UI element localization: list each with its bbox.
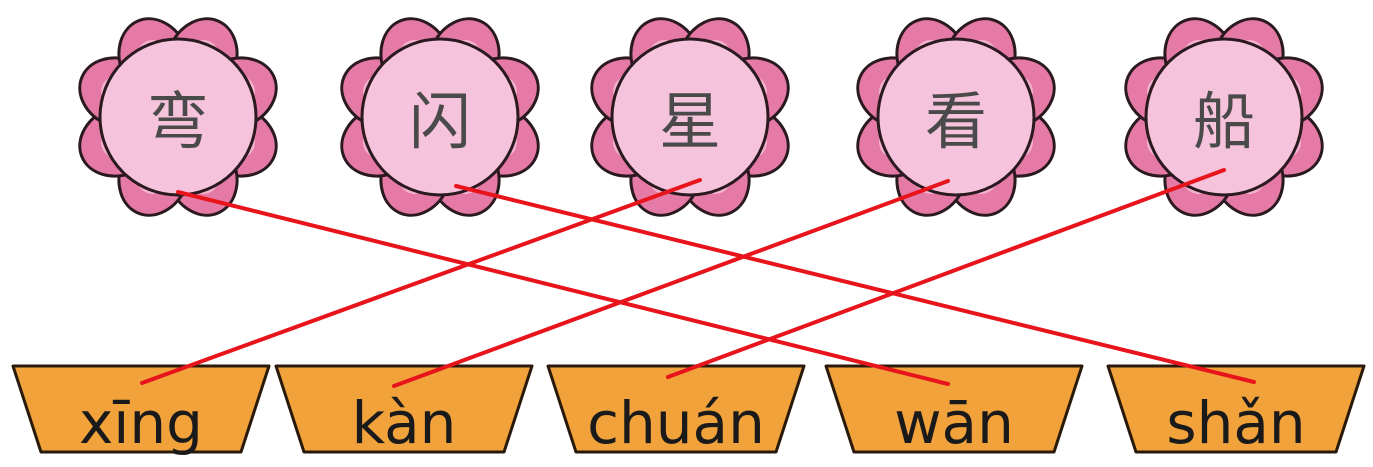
flower-wan [78, 17, 278, 217]
match-line [392, 179, 950, 388]
tag-chuan [546, 364, 806, 454]
labels: 弯 闪 星 看 船 xīng kàn chuán wān shǎn [79, 85, 1306, 457]
flower-shan [340, 17, 540, 217]
match-line [140, 178, 702, 385]
pinyin-tags [11, 364, 1366, 454]
character-shan: 闪 [409, 85, 471, 158]
pinyin-xing: xīng [79, 389, 203, 457]
character-xing: 星 [659, 85, 721, 158]
pinyin-chuan: chuán [587, 389, 765, 457]
tag-shape [824, 364, 1084, 454]
flower-chuan [1124, 17, 1324, 217]
tag-wan [824, 364, 1084, 454]
flower-center [360, 37, 520, 197]
tag-shape [546, 364, 806, 454]
match-line [666, 168, 1226, 379]
tag-shan [1106, 364, 1366, 454]
flower-center [610, 37, 770, 197]
character-kan: 看 [925, 85, 987, 158]
match-lines [140, 168, 1256, 388]
character-wan: 弯 [147, 85, 209, 158]
character-chuan: 船 [1193, 85, 1255, 158]
character-flowers [78, 17, 1324, 217]
pinyin-kan: kàn [352, 389, 457, 457]
flower-kan [856, 17, 1056, 217]
flower-center [98, 37, 258, 197]
flower-xing [590, 17, 790, 217]
flower-center [876, 37, 1036, 197]
match-line [176, 190, 950, 386]
tag-shape [1106, 364, 1366, 454]
flower-center [1144, 37, 1304, 197]
pinyin-wan: wān [894, 389, 1014, 457]
pinyin-shan: shǎn [1166, 389, 1305, 457]
